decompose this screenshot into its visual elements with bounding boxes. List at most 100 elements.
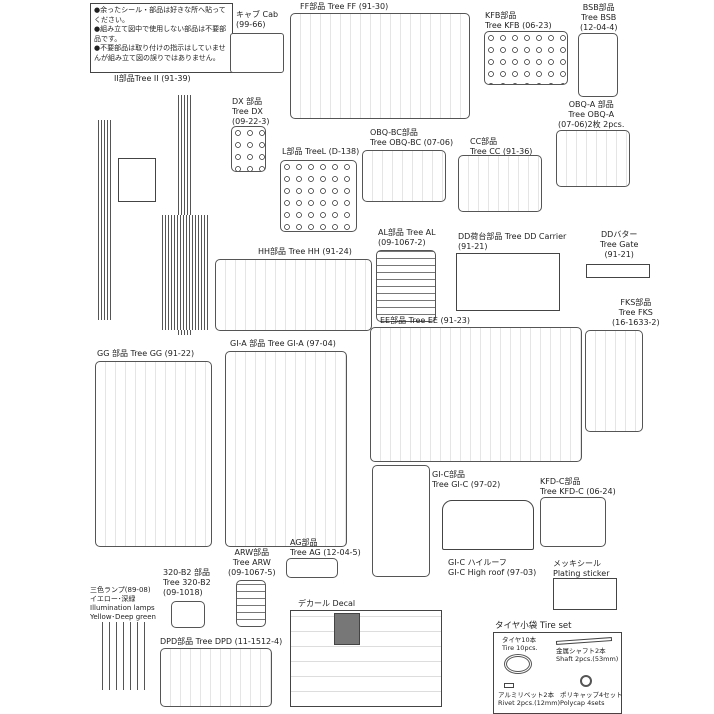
dx-title: DX 部品 bbox=[232, 97, 263, 106]
arw-tree: Tree ARW bbox=[232, 558, 271, 567]
lamps-jp: 三色ランプ(89-08) bbox=[90, 586, 151, 594]
cab-label: キャブ Cab (99-66) bbox=[236, 10, 278, 30]
tree-hh bbox=[215, 259, 372, 331]
al-code: (09-1067-2) bbox=[378, 238, 426, 247]
tree-dd-carrier bbox=[456, 253, 560, 311]
tree-ee-label: EE部品 Tree EE (91-23) bbox=[380, 316, 471, 325]
tree-gia-label: GI-A 部品 Tree GI-A (97-04) bbox=[230, 339, 336, 348]
tire-jp: タイヤ10本 bbox=[502, 636, 537, 644]
bsb-tree: Tree BSB bbox=[581, 13, 617, 22]
rivet-en: Rivet 2pcs.(12mm) bbox=[498, 699, 561, 707]
tree-kfdc bbox=[540, 497, 606, 547]
tree-l-label: L部品 TreeL (D-138) bbox=[282, 147, 360, 156]
obqa-tree: Tree OBQ-A bbox=[568, 110, 615, 119]
tree-dpd-label: DPD部品 Tree DPD (11-1512-4) bbox=[160, 637, 283, 646]
tree-ii-left bbox=[96, 120, 112, 320]
obqa-title: OBQ-A 部品 bbox=[568, 100, 614, 109]
kfb-code: Tree KFB (06-23) bbox=[485, 21, 552, 30]
tree-ee bbox=[370, 327, 582, 462]
fks-tree: Tree FKS bbox=[618, 308, 653, 317]
tree-hh-label: HH部品 Tree HH (91-24) bbox=[258, 247, 352, 256]
tree-obqbc-label: OBQ-BC部品 Tree OBQ-BC (07-06) bbox=[370, 128, 453, 148]
kfdc-code: Tree KFD-C (06-24) bbox=[540, 487, 616, 496]
shaft-en: Shaft 2pcs.(53mm) bbox=[556, 655, 619, 663]
tree-gic bbox=[372, 465, 430, 577]
tree-ii-label: II部品Tree II (91-39) bbox=[114, 74, 191, 83]
decal-portrait bbox=[334, 613, 360, 645]
plating-sticker bbox=[553, 578, 617, 610]
al-title: AL部品 Tree AL bbox=[378, 228, 436, 237]
dx-code: (09-22-3) bbox=[232, 117, 270, 126]
decal-sheet bbox=[290, 610, 442, 707]
shaft-jp: 金属シャフト2本 bbox=[556, 647, 606, 655]
tree-cc-label: CC部品 Tree CC (91-36) bbox=[470, 137, 532, 157]
polycap-jp: ポリキャップ4セット bbox=[560, 691, 623, 699]
fks-title: FKS部品 bbox=[620, 298, 652, 307]
b2-code: (09-1018) bbox=[163, 588, 203, 597]
bsb-code: (12-04-4) bbox=[580, 23, 618, 32]
tree-cc bbox=[458, 155, 542, 212]
cc-title: CC部品 bbox=[470, 137, 498, 146]
tree-arw-label: ARW部品 Tree ARW (09-1067-5) bbox=[228, 548, 276, 578]
tree-ag bbox=[286, 558, 338, 578]
tree-l bbox=[280, 160, 357, 232]
dd-code: (91-21) bbox=[458, 242, 488, 251]
tree-gic-label: GI-C部品 Tree GI-C (97-02) bbox=[432, 470, 500, 490]
tree-ii-right bbox=[160, 215, 210, 330]
tree-obqa-label: OBQ-A 部品 Tree OBQ-A (07-06)2枚 2pcs. bbox=[558, 100, 624, 130]
arw-title: ARW部品 bbox=[234, 548, 270, 557]
shaft-icon bbox=[555, 637, 613, 645]
tree-dpd bbox=[160, 648, 272, 707]
tree-gate bbox=[586, 264, 650, 278]
tire-icon bbox=[504, 654, 532, 674]
tire-set-box: タイヤ10本 Tire 10pcs. 金属シャフト2本 Shaft 2pcs.(… bbox=[493, 632, 623, 714]
lamps-color-en: Yellow･Deep green bbox=[90, 613, 156, 621]
lamps-label: 三色ランプ(89-08) イエロー･深緑 Illumination lamps … bbox=[90, 586, 156, 622]
gate-title: DDバター bbox=[601, 230, 638, 239]
note-2: ●組み立て図中で使用しない部品は不要部品です。 bbox=[94, 25, 227, 43]
tree-kfdc-label: KFD-C部品 Tree KFD-C (06-24) bbox=[540, 477, 616, 497]
tire-set-label: タイヤ小袋 Tire set bbox=[495, 621, 572, 631]
note-3: ●不要部品は取り付けの指示はしていませんが組み立て図の誤りではありません。 bbox=[94, 44, 226, 62]
tree-dd-label: DD荷台部品 Tree DD Carrier (91-21) bbox=[458, 232, 566, 252]
tree-ii-panel bbox=[118, 158, 156, 202]
tree-dx bbox=[231, 126, 266, 172]
rivet-icon bbox=[504, 683, 514, 688]
gate-code: (91-21) bbox=[604, 250, 634, 259]
plating-label: メッキシール Plating sticker bbox=[553, 559, 609, 579]
tree-ag-label: AG部品 Tree AG (12-04-5) bbox=[290, 538, 361, 558]
tree-gg bbox=[95, 361, 212, 547]
tree-ff-label: FF部品 Tree FF (91-30) bbox=[300, 2, 389, 11]
tree-obqa bbox=[556, 130, 630, 187]
tree-fks-label: FKS部品 Tree FKS (16-1633-2) bbox=[612, 298, 660, 328]
high-roof-label: GI-C ハイルーフ GI-C High roof (97-03) bbox=[448, 558, 536, 578]
cab-title: キャブ Cab bbox=[236, 10, 279, 19]
cc-code: Tree CC (91-36) bbox=[470, 147, 533, 156]
gic-code: Tree GI-C (97-02) bbox=[432, 480, 501, 489]
obqbc-title: OBQ-BC部品 bbox=[370, 128, 418, 137]
b2-title: 320-B2 部品 bbox=[163, 568, 210, 577]
tree-320b2-label: 320-B2 部品 Tree 320-B2 (09-1018) bbox=[163, 568, 211, 598]
tree-gg-label: GG 部品 Tree GG (91-22) bbox=[97, 349, 195, 358]
tree-bsb bbox=[578, 33, 618, 97]
cab-part bbox=[230, 33, 284, 73]
polycap-icon bbox=[580, 675, 592, 687]
plating-en: Plating sticker bbox=[553, 569, 610, 578]
tree-kfb bbox=[484, 31, 568, 85]
tire-en: Tire 10pcs. bbox=[502, 644, 538, 652]
tree-gia bbox=[225, 351, 347, 547]
fks-code: (16-1633-2) bbox=[612, 318, 660, 327]
lamps-color-jp: イエロー･深緑 bbox=[90, 595, 136, 603]
high-roof-title: GI-C ハイルーフ bbox=[448, 558, 507, 567]
lamps-en: Illumination lamps bbox=[90, 604, 155, 612]
high-roof-code: GI-C High roof (97-03) bbox=[448, 568, 537, 577]
b2-tree: Tree 320-B2 bbox=[163, 578, 211, 587]
kfb-title: KFB部品 bbox=[485, 11, 517, 20]
obqa-code: (07-06)2枚 2pcs. bbox=[558, 120, 625, 129]
tree-gate-label: DDバター Tree Gate (91-21) bbox=[600, 230, 638, 260]
tree-dx-label: DX 部品 Tree DX (09-22-3) bbox=[232, 97, 269, 127]
tree-ff bbox=[290, 13, 470, 119]
tree-bsb-label: BSB部品 Tree BSB (12-04-4) bbox=[580, 3, 617, 33]
plating-jp: メッキシール bbox=[553, 559, 601, 568]
